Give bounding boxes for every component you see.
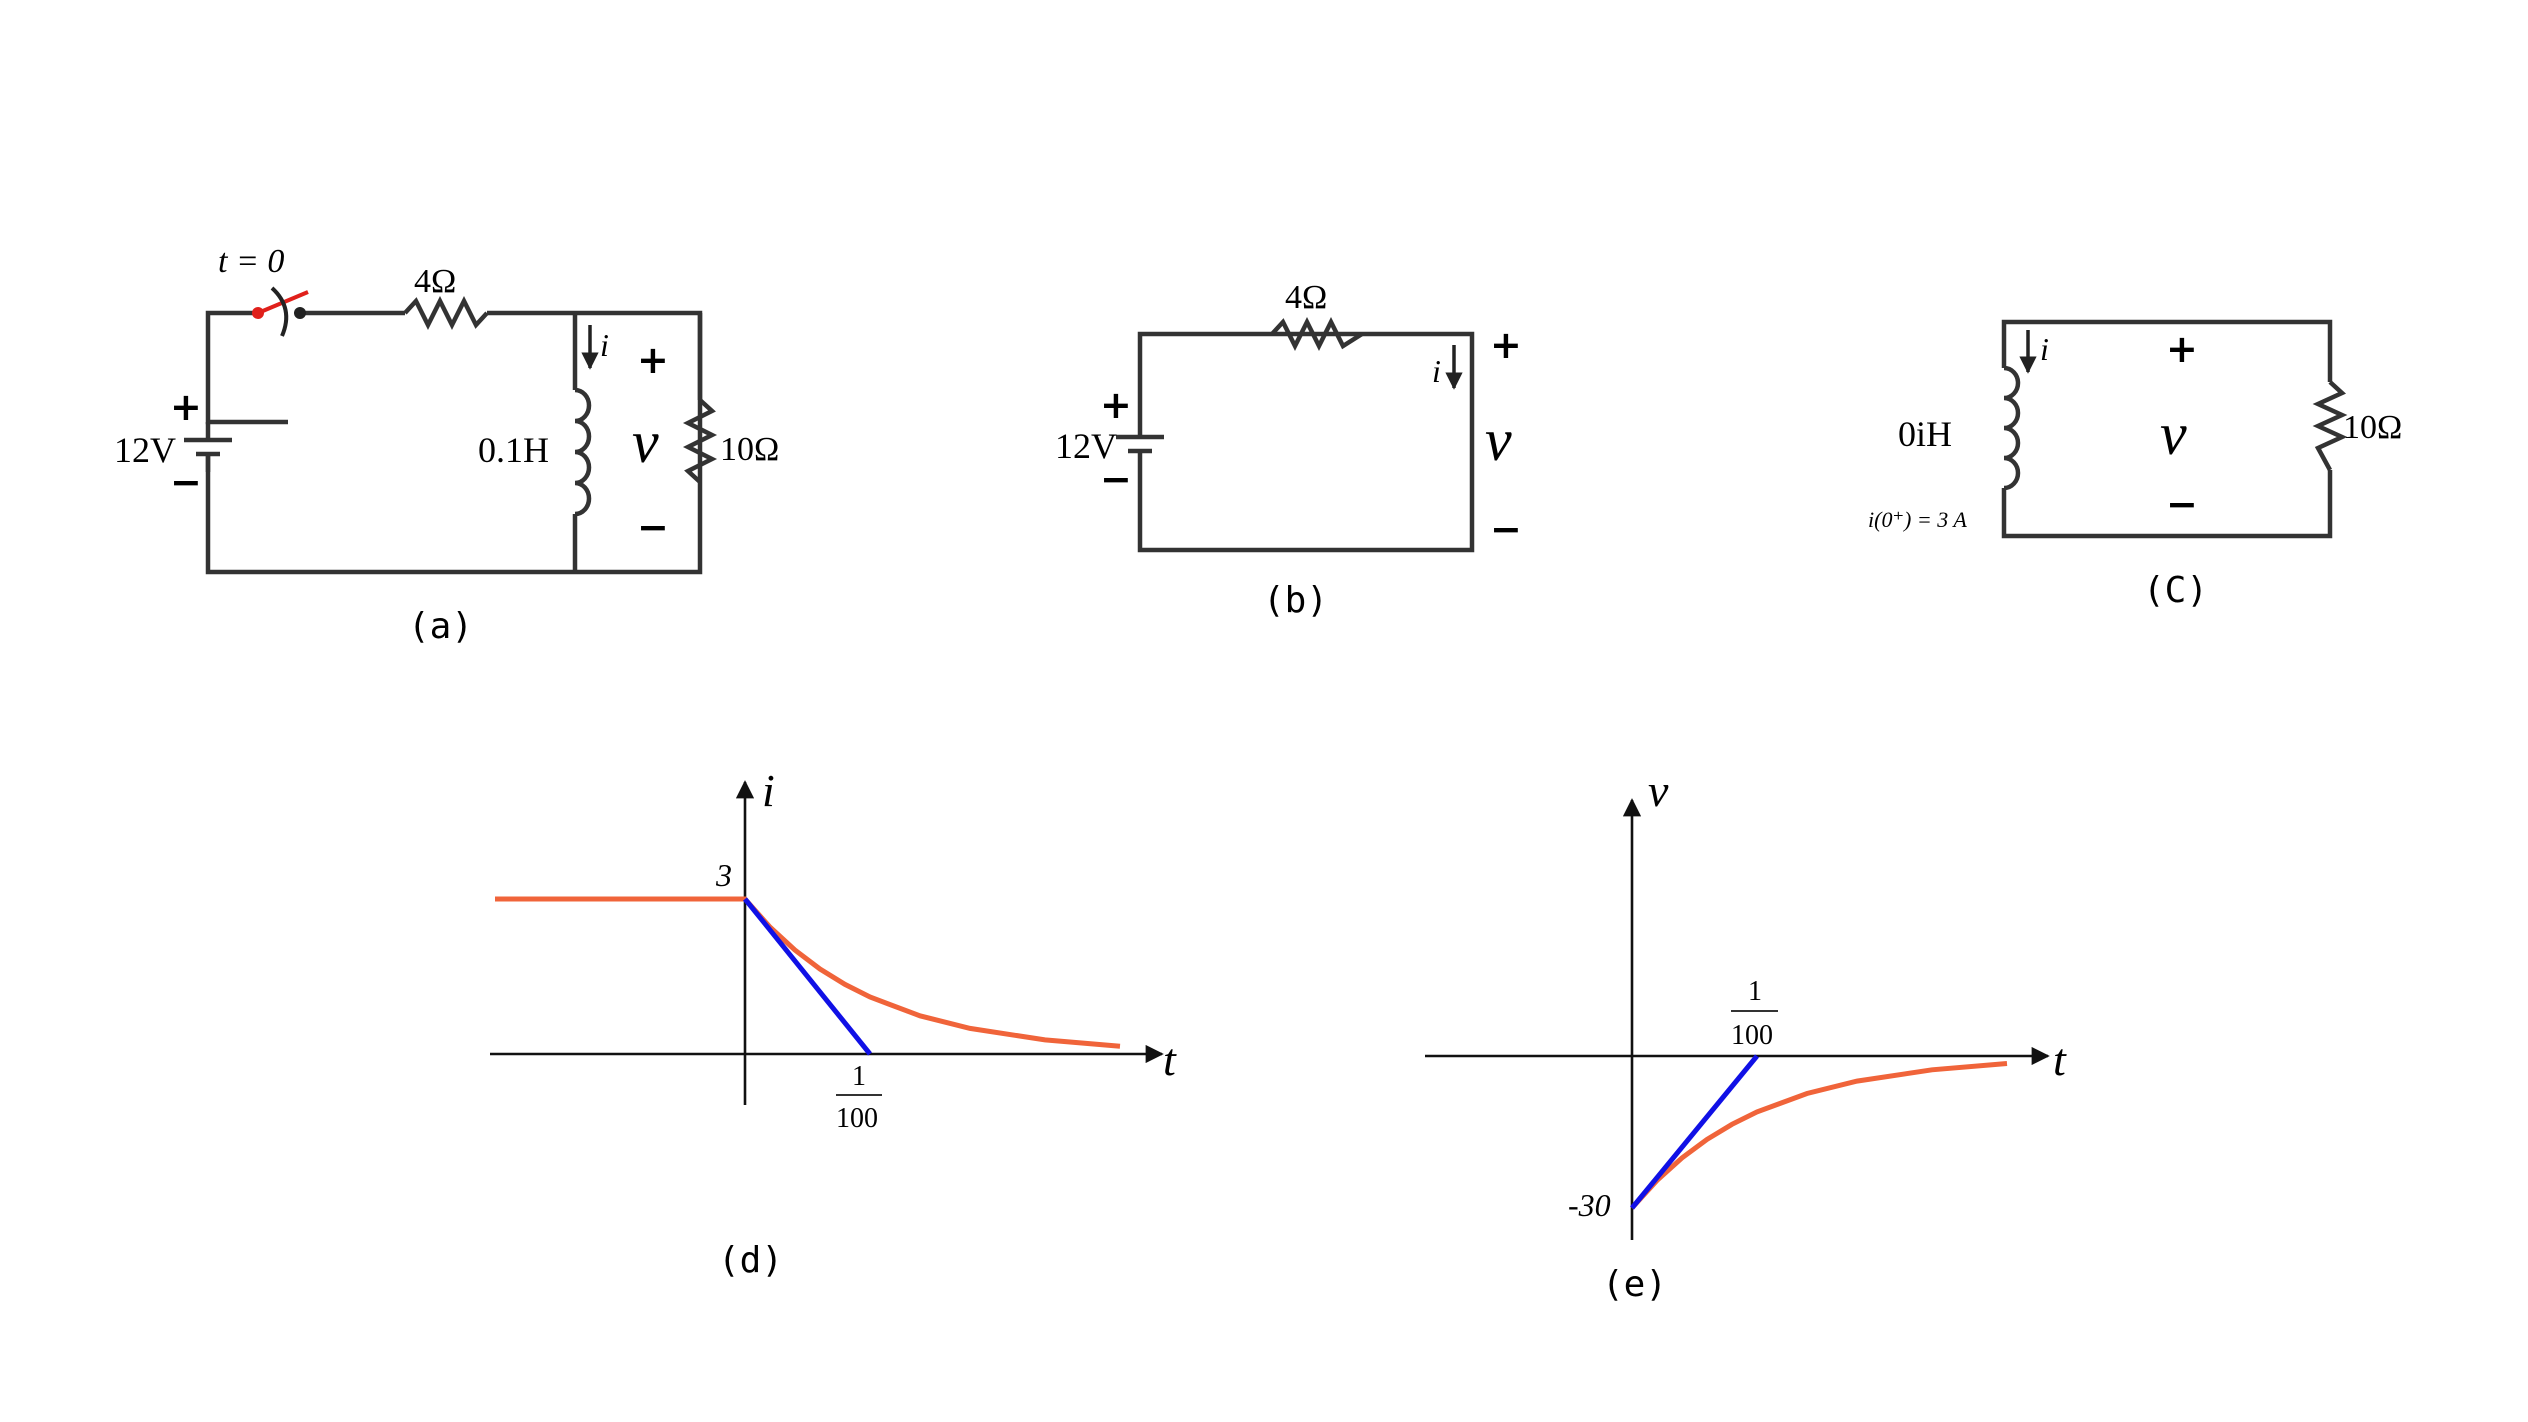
circuit-a-inductor-label: 0.1H	[478, 430, 549, 470]
graph-e-tangent-line	[1630, 1054, 1759, 1210]
graph-d-caption: (d)	[718, 1240, 783, 1281]
circuit-b-voltage-plus: +	[1490, 323, 1522, 367]
circuit-a-source-minus: −	[170, 460, 202, 504]
circuit-c: i 0iH i(0⁺) = 3 A + v − 10Ω (C)	[1868, 319, 2402, 611]
circuit-a-wire-left	[205, 310, 288, 425]
circuit-b-wire-left-upper	[1137, 331, 1272, 435]
circuit-c-inductor-label: 0iH	[1898, 414, 1952, 454]
graph-d-x-tick-denominator: 100	[836, 1103, 878, 1134]
graph-e-x-tick-numerator: 1	[1748, 976, 1762, 1007]
graph-e-y-tick-label: -30	[1568, 1187, 1611, 1223]
graph-e-y-axis-label: v	[1648, 765, 1669, 816]
circuit-c-wire-top	[2001, 319, 2333, 382]
circuit-a-battery-symbol	[184, 422, 232, 472]
graph-d-x-axis-label: t	[1163, 1034, 1177, 1085]
graph-d: i t 3 1 100 (d)	[490, 765, 1177, 1281]
circuit-c-wire-bottom	[2001, 470, 2333, 539]
circuit-c-inductor	[2003, 365, 2021, 491]
circuit-a-wire-left-lower	[205, 310, 703, 575]
graph-e-caption: (e)	[1602, 1264, 1667, 1305]
circuit-a-caption: (a)	[408, 606, 473, 647]
circuit-b-wire-loop	[1137, 331, 1475, 553]
circuit-c-caption: (C)	[2143, 570, 2208, 611]
circuit-a-source-plus: +	[170, 385, 202, 429]
circuit-c-resistor-10ohm	[2312, 380, 2348, 472]
circuit-b: 4Ω + 12V − i + v − (b)	[1055, 279, 1522, 621]
circuit-a-source-label: 12V	[114, 430, 176, 470]
circuit-b-caption: (b)	[1263, 580, 1328, 621]
circuit-b-voltage-label: v	[1485, 407, 1512, 473]
circuit-b-source-minus: −	[1100, 457, 1132, 501]
circuit-a-current-label: i	[600, 327, 609, 363]
circuit-c-voltage-label: v	[2160, 401, 2187, 467]
circuit-b-source-label: 12V	[1055, 426, 1117, 466]
circuit-a-resistor-10ohm	[682, 398, 718, 484]
graph-e-x-axis-label: t	[2053, 1034, 2067, 1085]
circuit-a: t = 0 4Ω 12V + − 0.1H i + v − 10Ω (a)	[114, 243, 779, 647]
graph-e: v t -30 1 100 (e)	[1425, 765, 2067, 1305]
circuit-b-voltage-minus: −	[1490, 507, 1522, 551]
circuit-a-voltage-minus: −	[637, 505, 669, 549]
graph-d-y-tick-label: 3	[715, 857, 732, 893]
circuit-c-initial-condition: i(0⁺) = 3 A	[1868, 507, 1967, 532]
circuit-c-current-label: i	[2040, 331, 2049, 367]
circuit-b-current-label: i	[1432, 353, 1441, 389]
circuit-a-voltage-plus: +	[637, 338, 669, 382]
circuit-a-inductor	[574, 387, 592, 517]
circuit-b-resistor-4ohm	[1270, 316, 1364, 352]
graph-d-tangent-line	[743, 897, 872, 1056]
circuit-a-voltage-label: v	[632, 409, 659, 475]
circuit-b-resistor-series-label: 4Ω	[1285, 279, 1327, 316]
circuit-a-resistor-load-label: 10Ω	[720, 431, 779, 468]
circuit-a-switch	[252, 286, 309, 337]
circuit-a-resistor-series-label: 4Ω	[414, 263, 456, 300]
graph-e-x-tick-denominator: 100	[1731, 1020, 1773, 1051]
graph-d-y-axis-label: i	[762, 765, 775, 816]
circuit-b-source-plus: +	[1100, 383, 1132, 427]
circuit-a-resistor-4ohm	[403, 295, 489, 331]
circuit-b-battery-symbol	[1116, 434, 1164, 454]
circuit-c-voltage-plus: +	[2166, 327, 2198, 371]
circuit-c-resistor-load-label: 10Ω	[2343, 409, 2402, 446]
circuit-c-voltage-minus: −	[2166, 482, 2198, 526]
graph-e-voltage-curve	[1630, 1061, 2008, 1210]
circuit-a-switch-label: t = 0	[218, 243, 284, 280]
graph-d-x-tick-numerator: 1	[852, 1061, 866, 1092]
